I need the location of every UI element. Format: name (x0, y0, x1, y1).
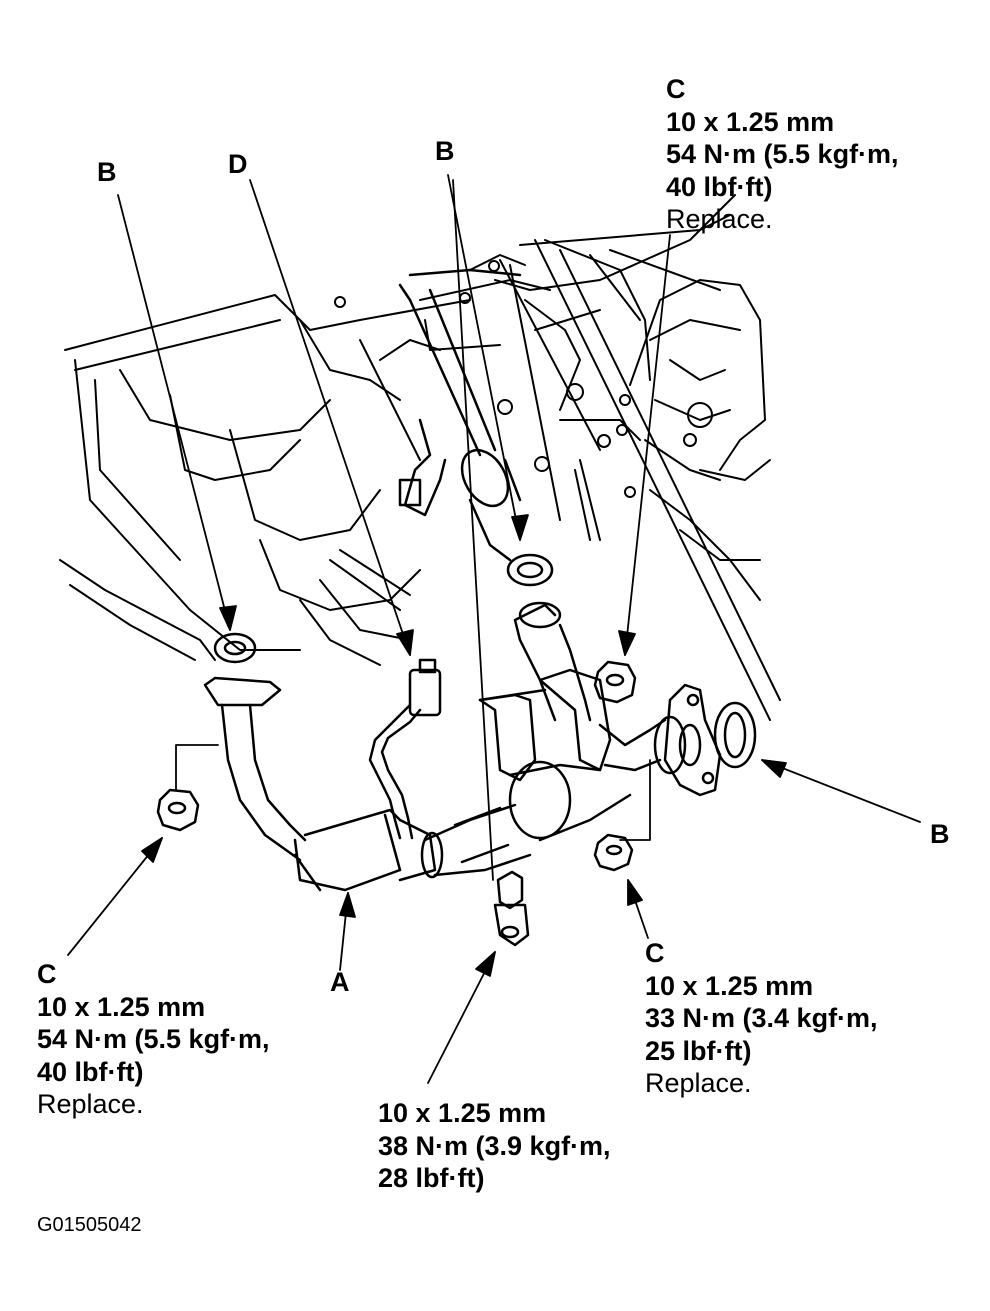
note-size: 10 x 1.25 mm (666, 106, 835, 137)
gaskets (213, 553, 757, 769)
note-bottom-left: C 10 x 1.25 mm 54 N·m (5.5 kgf·m, 40 lbf… (37, 958, 270, 1121)
note-torque: 54 N·m (5.5 kgf·m, (37, 1024, 270, 1054)
transmission-housing (616, 279, 771, 601)
note-size: 10 x 1.25 mm (37, 991, 206, 1022)
note-torque: 33 N·m (3.4 kgf·m, (645, 1003, 878, 1033)
gasket-left (213, 632, 257, 664)
leader-lines (67, 174, 921, 1084)
note-letter: C (666, 74, 686, 104)
note-size: 10 x 1.25 mm (645, 970, 814, 1001)
nut-bottom-right (593, 833, 634, 872)
mount-bolt (493, 870, 530, 947)
note-action: Replace. (37, 1089, 144, 1119)
note-letter: C (37, 959, 57, 989)
gasket-center (506, 553, 554, 587)
note-bottom-center: 10 x 1.25 mm 38 N·m (3.9 kgf·m, 28 lbf·f… (378, 1097, 611, 1195)
note-action: Replace. (645, 1068, 752, 1098)
note-torque-cont: 25 lbf·ft) (645, 1035, 752, 1066)
upper-exhaust-pipe (398, 268, 522, 562)
figure-id: G01505042 (37, 1214, 142, 1236)
note-torque: 38 N·m (3.9 kgf·m, (378, 1130, 611, 1161)
note-top-right: C 10 x 1.25 mm 54 N·m (5.5 kgf·m, 40 lbf… (666, 73, 899, 236)
note-torque-cont: 40 lbf·ft) (666, 171, 773, 202)
underbody-floor (59, 194, 781, 721)
callout-b-right: B (930, 819, 950, 849)
callout-a-bottom: A (330, 967, 350, 997)
callout-b-top-left: B (97, 157, 117, 187)
note-torque-cont: 28 lbf·ft) (378, 1163, 485, 1193)
callout-d-top: D (228, 149, 248, 179)
gasket-right (713, 701, 757, 769)
note-torque: 54 N·m (5.5 kgf·m, (666, 139, 899, 169)
note-size: 10 x 1.25 mm (378, 1098, 547, 1128)
nut-top-right (593, 660, 637, 704)
note-bottom-right: C 10 x 1.25 mm 33 N·m (3.4 kgf·m, 25 lbf… (645, 937, 878, 1100)
note-letter: C (645, 938, 665, 968)
floor-bolts (334, 260, 611, 472)
note-action: Replace. (666, 204, 773, 234)
catalytic-converter-assembly (203, 601, 722, 892)
flange-nuts (156, 660, 637, 872)
nut-left (156, 788, 200, 832)
callout-b-top-center: B (435, 136, 455, 166)
note-torque-cont: 40 lbf·ft) (37, 1056, 144, 1087)
